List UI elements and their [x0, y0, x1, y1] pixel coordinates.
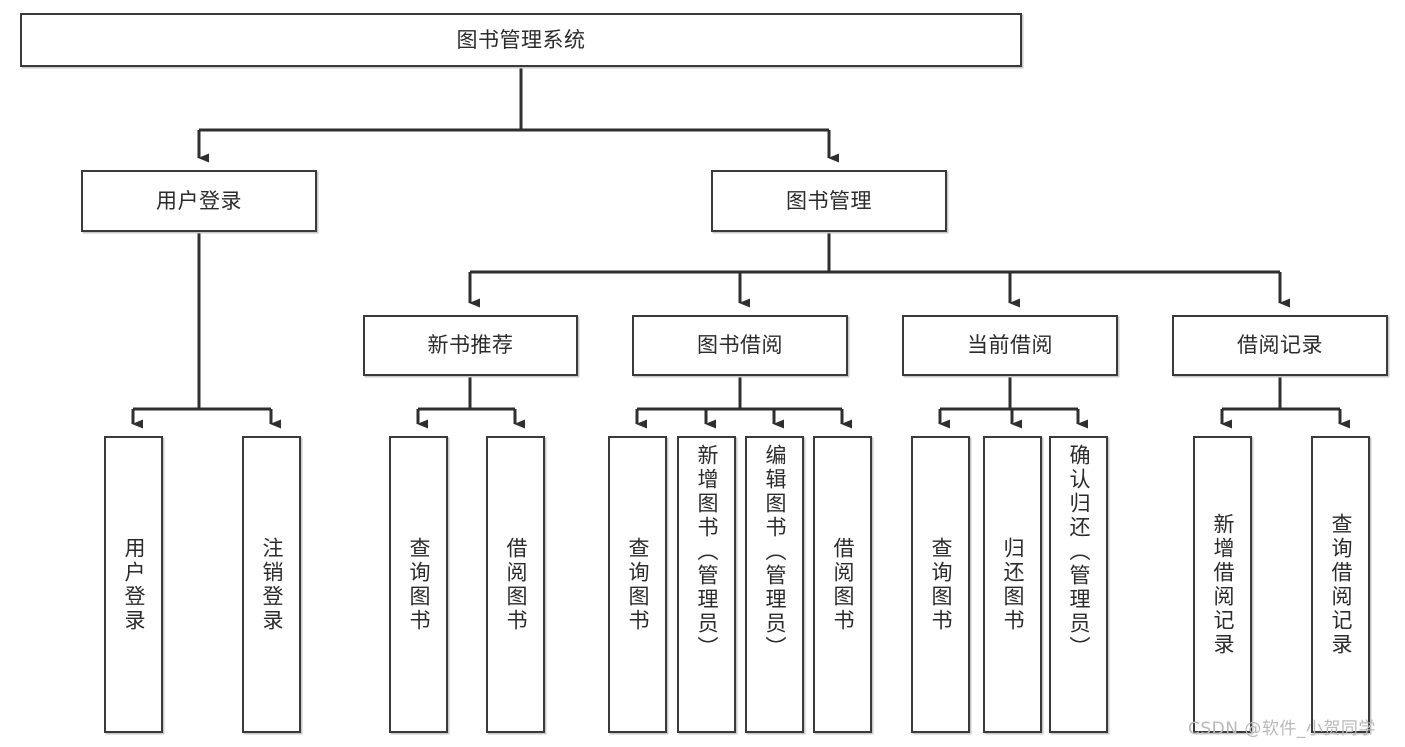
node-label: 图书管理	[786, 188, 872, 213]
node-label: 注销登录	[260, 536, 284, 633]
node-root-system[interactable]: 图书管理系统	[20, 13, 1022, 67]
node-label: 查询借阅记录	[1329, 512, 1353, 657]
node-label: 借阅图书	[504, 536, 528, 633]
node-leaf-add-borrow-record[interactable]: 新增借阅记录	[1193, 436, 1252, 733]
node-leaf-query-book-2[interactable]: 查询图书	[608, 436, 667, 733]
node-label: 编辑图书（管理员）	[763, 444, 787, 660]
node-leaf-query-borrow-record[interactable]: 查询借阅记录	[1311, 436, 1370, 733]
node-leaf-logout[interactable]: 注销登录	[242, 436, 301, 733]
node-leaf-borrow-book-1[interactable]: 借阅图书	[486, 436, 545, 733]
node-user-login[interactable]: 用户登录	[81, 170, 317, 232]
node-leaf-edit-book[interactable]: 编辑图书（管理员）	[745, 436, 804, 733]
node-label: 查询图书	[626, 536, 650, 633]
node-leaf-confirm-return[interactable]: 确认归还（管理员）	[1049, 436, 1108, 733]
node-new-book-recommend[interactable]: 新书推荐	[363, 315, 578, 376]
node-label: 查询图书	[407, 536, 431, 633]
node-label: 新增借阅记录	[1211, 512, 1235, 657]
csdn-watermark: CSDN @软件_小贺同学	[1188, 719, 1376, 739]
node-label: 用户登录	[122, 536, 146, 633]
node-label: 查询图书	[929, 536, 953, 633]
node-label: 新书推荐	[427, 333, 514, 358]
node-label: 归还图书	[1001, 536, 1025, 633]
node-label: 图书管理系统	[456, 27, 586, 52]
node-leaf-return-book[interactable]: 归还图书	[983, 436, 1042, 733]
node-borrow-record[interactable]: 借阅记录	[1172, 315, 1388, 376]
node-label: 借阅图书	[831, 536, 855, 633]
node-leaf-borrow-book-2[interactable]: 借阅图书	[813, 436, 872, 733]
node-label: 图书借阅	[697, 333, 783, 358]
node-leaf-user-login[interactable]: 用户登录	[104, 436, 163, 733]
node-current-borrow[interactable]: 当前借阅	[902, 315, 1118, 376]
node-book-manage[interactable]: 图书管理	[711, 170, 947, 232]
node-label: 新增图书（管理员）	[695, 444, 719, 660]
node-label: 确认归还（管理员）	[1067, 444, 1091, 660]
node-leaf-add-book[interactable]: 新增图书（管理员）	[677, 436, 736, 733]
node-label: 借阅记录	[1237, 333, 1323, 358]
node-label: 当前借阅	[967, 333, 1053, 358]
node-label: 用户登录	[156, 188, 242, 213]
node-leaf-query-book-3[interactable]: 查询图书	[911, 436, 970, 733]
node-book-borrow[interactable]: 图书借阅	[632, 315, 848, 376]
node-leaf-query-book-1[interactable]: 查询图书	[389, 436, 448, 733]
